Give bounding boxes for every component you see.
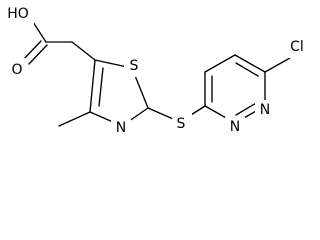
hydroxyl-label: HO <box>7 6 29 22</box>
bond-n1-n2-inner <box>235 101 259 116</box>
chlorine-label: Cl <box>290 39 304 55</box>
bond-carbonyl-double-a <box>22 40 42 61</box>
ring-nitrogen-label: N <box>116 120 126 136</box>
acetic-acid-group <box>22 21 96 65</box>
bond-hydroxyl-carbon <box>32 21 47 43</box>
carbonyl-oxygen-label: O <box>11 62 22 78</box>
chemical-structure-diagram: HO O S N S N N Cl <box>4 3 311 138</box>
bond-c5-c6 <box>234 54 266 73</box>
pyridazine-ring <box>204 54 291 124</box>
bond-c4-methyl <box>58 111 91 127</box>
ring-sulfur-label: S <box>130 58 139 74</box>
thioether-sulfur-label: S <box>177 116 186 132</box>
pyridazine-n1-label: N <box>260 102 270 118</box>
bond-methylene-ring <box>71 41 96 61</box>
atom-labels: HO O S N S N N Cl <box>4 3 311 138</box>
bond-c4-c5-inner <box>98 67 104 107</box>
bond-c5-c6-inner <box>235 62 259 77</box>
bond-c4-c5 <box>89 59 96 113</box>
pyridazine-n2-label: N <box>230 119 240 135</box>
bond-c6-chlorine <box>264 57 291 73</box>
bond-carbonyl-double-b <box>28 44 48 65</box>
bond-c4-c5 <box>204 54 236 73</box>
